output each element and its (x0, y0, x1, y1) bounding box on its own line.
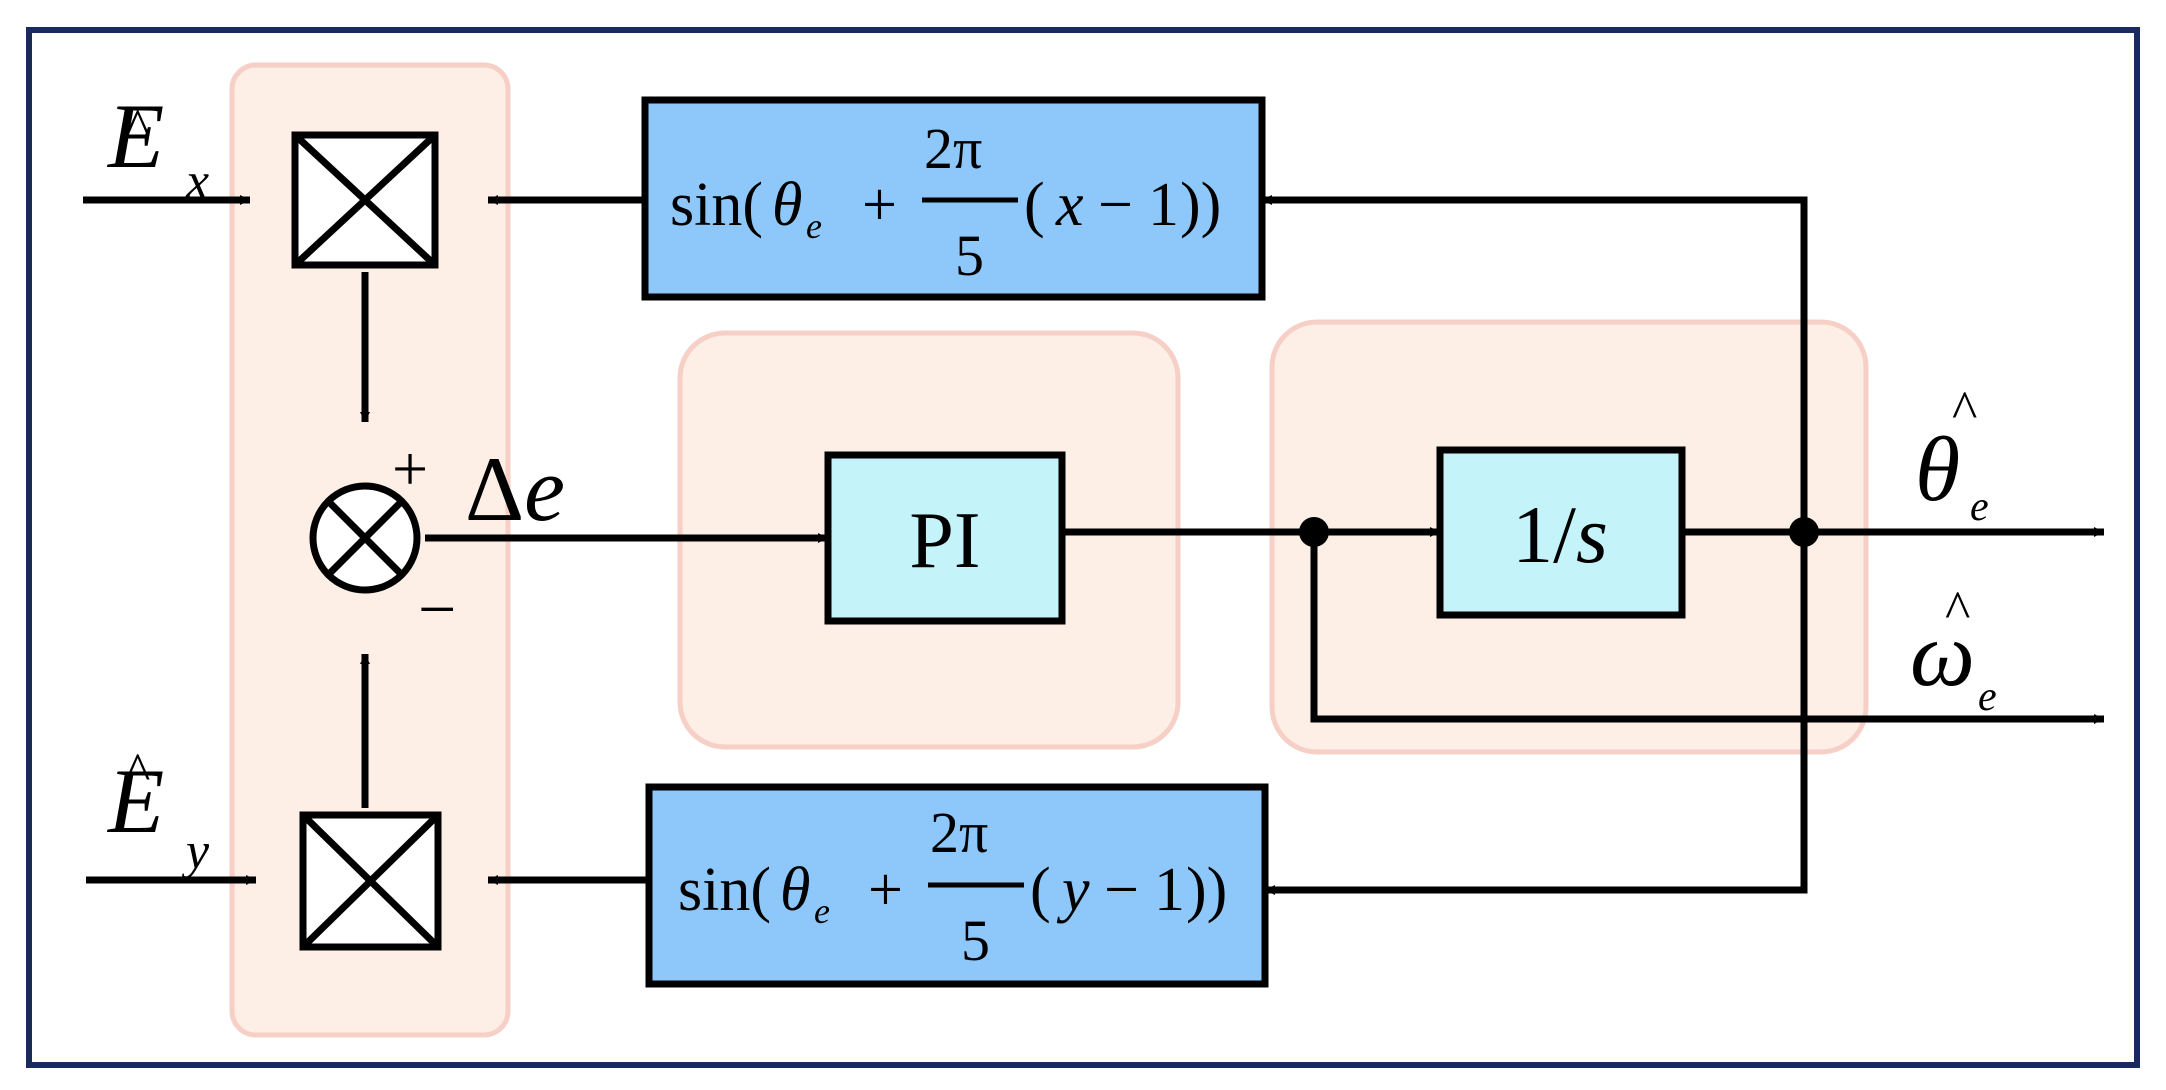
sin-x-minus: − (1098, 171, 1133, 239)
multiplier-y (299, 811, 442, 951)
input-ey-base: E (106, 750, 164, 852)
sin-x-frac-num: 2π (924, 116, 982, 181)
output-label-theta: ^ θ e (1915, 380, 1989, 530)
output-omega-hat: ^ (1945, 580, 1970, 640)
sin-y-open: ( (1030, 856, 1051, 924)
sin-y-fn: sin( (678, 856, 771, 924)
sin-y-var: y (1056, 856, 1090, 924)
sin-x-plus: + (862, 171, 897, 239)
output-theta-sub: e (1970, 484, 1989, 530)
output-theta-base: θ (1915, 418, 1960, 520)
sin-block-x: sin( θ e + 2π 5 ( x − 1 )) (641, 96, 1266, 301)
wire-feedback-down (1265, 532, 1808, 895)
sin-x-var: x (1055, 171, 1084, 239)
input-label-ey: ^ E y (106, 742, 210, 880)
sin-y-theta-sub: e (814, 891, 830, 931)
sin-x-theta: θ (772, 171, 802, 239)
output-omega-sub: e (1978, 674, 1997, 720)
wire-feedback-up (1262, 195, 1808, 532)
sin-y-frac-num: 2π (930, 800, 988, 865)
junction-dot-icon (1299, 517, 1329, 547)
sum-plus-sign: + (392, 433, 428, 504)
integrator-label: 1/s (1512, 489, 1608, 580)
sin-x-open: ( (1024, 171, 1045, 239)
error-label: Δe (465, 438, 565, 540)
sin-x-theta-sub: e (806, 206, 822, 246)
input-ey-hat: ^ (125, 742, 150, 802)
output-theta-hat: ^ (1952, 380, 1977, 440)
sin-y-theta: θ (780, 856, 810, 924)
input-label-ex: ^ E x (106, 85, 209, 210)
pi-controller-block: PI (824, 451, 1066, 625)
input-ey-sub: y (181, 823, 210, 880)
sin-y-close: )) (1186, 856, 1227, 924)
sin-y-one: 1 (1154, 856, 1185, 924)
sin-x-frac-den: 5 (955, 223, 984, 288)
integrator-block: 1/s (1436, 446, 1686, 619)
sin-y-frac-den: 5 (961, 908, 990, 973)
pi-label: PI (909, 497, 980, 585)
multiplier-x (291, 131, 439, 269)
sin-y-minus: − (1104, 856, 1139, 924)
sin-x-fn: sin( (670, 171, 763, 239)
sin-block-y: sin( θ e + 2π 5 ( y − 1 )) (645, 783, 1269, 988)
output-omega-base: ω (1910, 603, 1975, 705)
input-ex-base: E (106, 85, 164, 187)
sum-minus-sign: − (418, 571, 456, 647)
sin-x-one: 1 (1148, 171, 1179, 239)
junction-dot-icon (1789, 517, 1819, 547)
output-label-omega: ^ ω e (1910, 580, 1997, 720)
sin-x-close: )) (1180, 171, 1221, 239)
summing-junction (309, 482, 421, 594)
sin-y-plus: + (868, 856, 903, 924)
input-ex-sub: x (185, 153, 209, 210)
wire-omega-branch (1310, 532, 2104, 724)
input-ex-hat: ^ (125, 98, 150, 158)
